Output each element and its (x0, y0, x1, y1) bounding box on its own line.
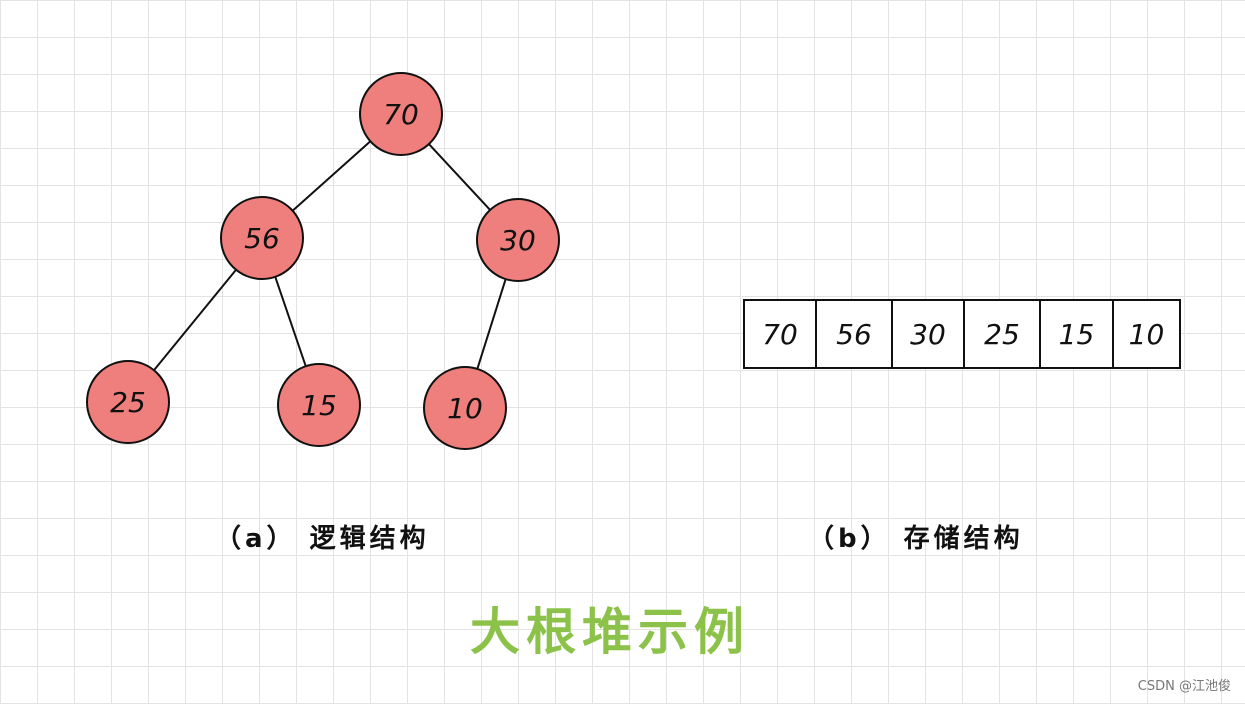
array-cell-box (743, 299, 817, 369)
tree-node-label: 70 (383, 98, 419, 131)
tree-edge (476, 278, 507, 370)
array-cell-value: 30 (910, 318, 946, 351)
tree-node: 30 (476, 198, 560, 282)
array-cell-value: 56 (836, 318, 872, 351)
diagram-title: 大根堆示例 (470, 603, 750, 661)
tree-node-circle (359, 72, 443, 156)
array-cell: 25 (963, 299, 1041, 369)
array-cell: 56 (815, 299, 893, 369)
tree-node-label: 25 (110, 386, 146, 419)
tree-node-label: 30 (500, 224, 536, 257)
tree-node-circle (220, 196, 304, 280)
array-cell-box (1039, 299, 1114, 369)
tree-edge (428, 143, 491, 211)
tree-edge (291, 140, 372, 212)
tree-node-label: 56 (244, 222, 280, 255)
tree-node-label: 15 (301, 389, 337, 422)
tree-node: 25 (86, 360, 170, 444)
tree-node-circle (86, 360, 170, 444)
array-cell-value: 25 (984, 318, 1020, 351)
tree-edge (153, 269, 237, 371)
tree-node-label: 10 (447, 392, 483, 425)
array-cell: 30 (891, 299, 965, 369)
array-cell: 10 (1112, 299, 1181, 369)
storage-array: 70 56 30 25 15 10 (743, 299, 1181, 369)
array-cell-box (891, 299, 965, 369)
tree-node: 10 (423, 366, 507, 450)
array-cell: 70 (743, 299, 817, 369)
array-cell-box (815, 299, 893, 369)
tree-node-circle (476, 198, 560, 282)
array-cell-value: 10 (1129, 318, 1165, 351)
tree-node-circle (277, 363, 361, 447)
tree-edges (153, 140, 507, 371)
tree-node: 15 (277, 363, 361, 447)
tree-edge (274, 276, 307, 367)
array-cell-value: 15 (1059, 318, 1095, 351)
storage-structure-caption: （b） 存储结构 (808, 524, 1024, 554)
logical-structure-caption: （a） 逻辑结构 (215, 524, 430, 554)
tree-nodes: 70 56 30 25 15 10 (86, 72, 560, 450)
array-cell-box (963, 299, 1041, 369)
tree-node: 70 (359, 72, 443, 156)
array-cell: 15 (1039, 299, 1114, 369)
tree-node: 56 (220, 196, 304, 280)
array-cell-box (1112, 299, 1181, 369)
watermark: CSDN @江池俊 (1137, 679, 1231, 694)
array-cell-value: 70 (762, 318, 798, 351)
tree-node-circle (423, 366, 507, 450)
